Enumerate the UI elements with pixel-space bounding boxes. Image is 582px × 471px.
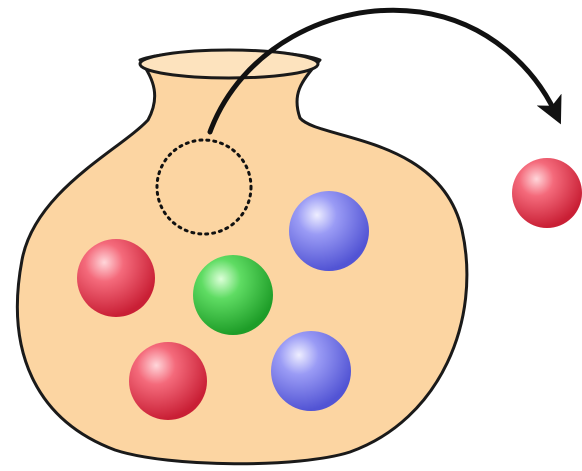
green-ball — [193, 255, 273, 335]
blue-ball-2 — [271, 331, 351, 411]
blue-ball-1 — [289, 191, 369, 271]
drawn-red-ball — [512, 158, 582, 228]
red-ball-2 — [129, 342, 207, 420]
red-ball-1 — [77, 239, 155, 317]
jar-opening — [140, 50, 318, 78]
